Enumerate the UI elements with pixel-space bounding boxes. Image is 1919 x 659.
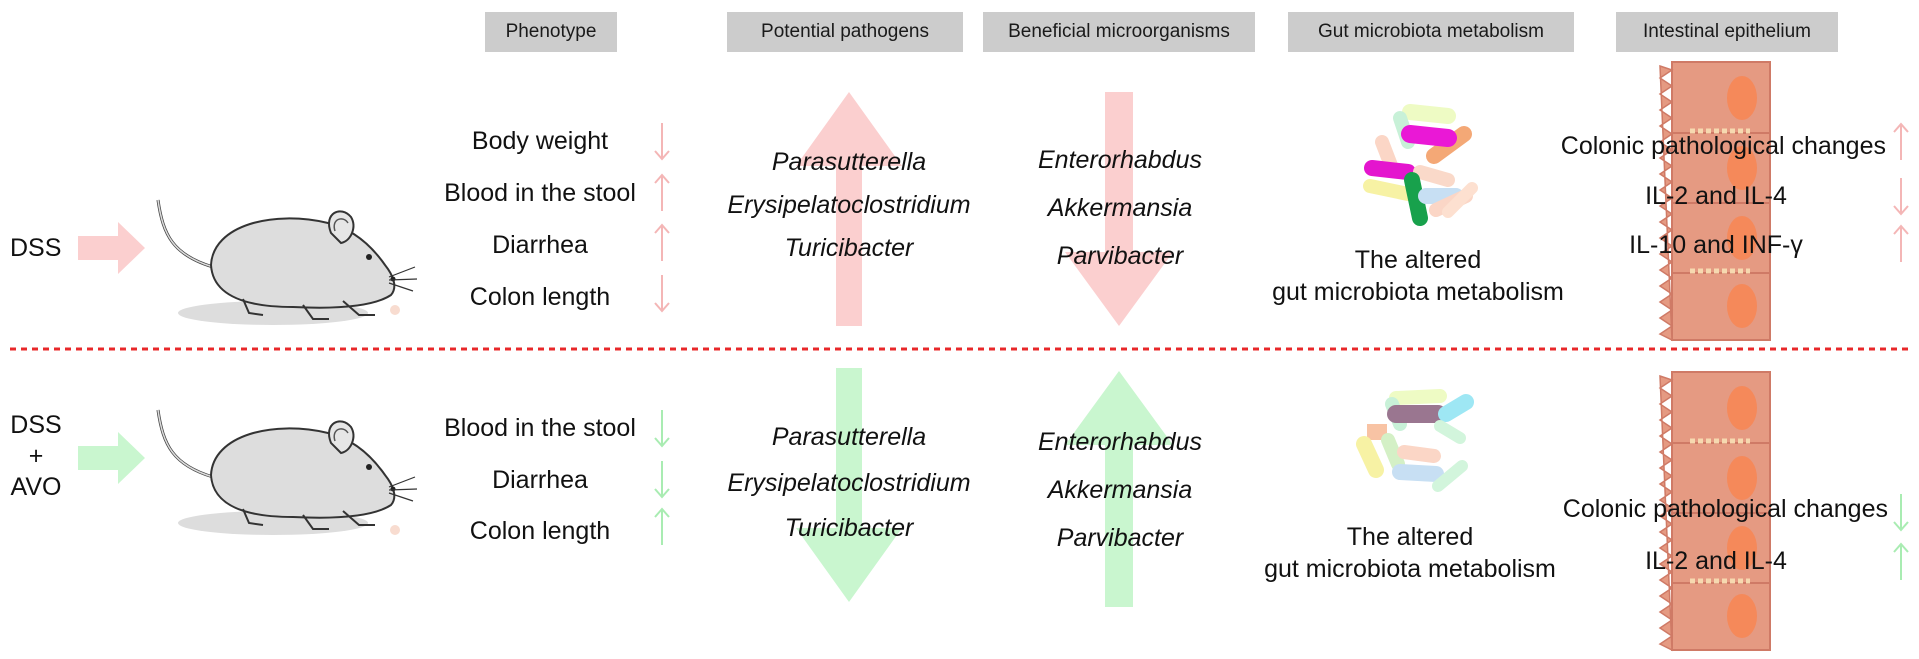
beneficial-arrow-up	[1065, 371, 1173, 607]
metabolism-caption-line: The altered	[1354, 246, 1482, 274]
input-arrow-bottom	[78, 432, 145, 484]
metabolism-top-caption: The altered gut microbiota metabolism	[1248, 244, 1588, 308]
phenotype-top-item: Diarrhea	[492, 231, 588, 259]
metabolism-caption-line: gut microbiota metabolism	[1272, 278, 1564, 306]
mouse-icon-bottom	[156, 408, 419, 537]
header-intestinal-epithelium: Intestinal epithelium	[1616, 12, 1838, 52]
row-label-dss-avo: DSS + AVO	[6, 410, 66, 503]
input-arrow-top	[78, 222, 145, 274]
header-phenotype: Phenotype	[485, 12, 617, 52]
epithelium-top-item: IL-10 and INF-γ	[1629, 231, 1803, 259]
beneficial-top-item: Parvibacter	[1056, 242, 1184, 270]
pathogen-top-item: Turicibacter	[784, 234, 914, 262]
epithelium-top-item: IL-2 and IL-4	[1645, 182, 1787, 210]
phenotype-arrows-top	[654, 123, 670, 313]
header-gut-microbiota-metabolism: Gut microbiota metabolism	[1288, 12, 1574, 52]
epithelial-cells-icon-bottom	[1658, 371, 1771, 652]
pathogen-bottom-item: Erysipelatoclostridium	[727, 469, 971, 497]
header-potential-pathogens: Potential pathogens	[727, 12, 963, 52]
beneficial-arrow-down	[1065, 92, 1173, 326]
pathogen-top-item: Erysipelatoclostridium	[727, 191, 971, 219]
row-label-line: +	[28, 442, 44, 470]
epithelium-top-item: Colonic pathological changes	[1560, 132, 1886, 160]
epithelial-cells-icon-top	[1658, 61, 1771, 342]
metabolism-caption-line: gut microbiota metabolism	[1264, 555, 1556, 583]
header-beneficial-microorganisms: Beneficial microorganisms	[983, 12, 1255, 52]
phenotype-bottom-item: Colon length	[469, 517, 611, 545]
metabolism-caption-line: The altered	[1346, 523, 1474, 551]
phenotype-arrows-bottom	[654, 410, 670, 545]
phenotype-top-item: Colon length	[469, 283, 611, 311]
pathogen-top-item: Parasutterella	[771, 148, 927, 176]
beneficial-bottom-item: Parvibacter	[1056, 524, 1184, 552]
phenotype-bottom-item: Blood in the stool	[444, 414, 636, 442]
bacteria-cluster-icon-top	[1363, 104, 1478, 226]
phenotype-bottom-item: Diarrhea	[492, 466, 588, 494]
beneficial-bottom-item: Enterorhabdus	[1037, 428, 1202, 456]
pathogen-bottom-item: Parasutterella	[771, 423, 927, 451]
metabolism-bottom-caption: The altered gut microbiota metabolism	[1240, 521, 1580, 585]
mouse-icon-top	[156, 198, 419, 327]
pathogen-bottom-item: Turicibacter	[784, 514, 914, 542]
stool-dot-top	[390, 305, 400, 315]
phenotype-top-item: Blood in the stool	[444, 179, 636, 207]
pathogens-arrow-up	[796, 92, 902, 326]
bacteria-cluster-icon-bottom	[1356, 389, 1474, 492]
stool-dot-bottom	[390, 525, 400, 535]
phenotype-top-item: Body weight	[471, 127, 609, 155]
epithelium-bottom-item: IL-2 and IL-4	[1645, 547, 1787, 575]
beneficial-top-item: Akkermansia	[1047, 194, 1193, 222]
row-label-line: AVO	[10, 473, 62, 501]
pathogens-arrow-down	[796, 368, 902, 602]
beneficial-bottom-item: Akkermansia	[1047, 476, 1193, 504]
row-label-line: DSS	[10, 411, 62, 439]
epithelium-bottom-item: Colonic pathological changes	[1562, 495, 1888, 523]
row-label-dss: DSS	[10, 234, 62, 262]
beneficial-top-item: Enterorhabdus	[1037, 146, 1202, 174]
